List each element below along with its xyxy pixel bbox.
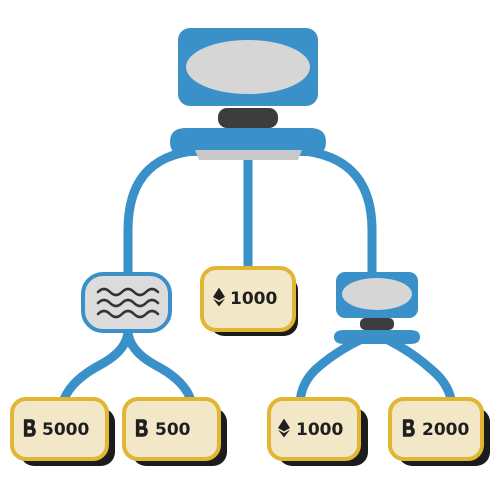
leaf-value: 2000 (422, 420, 469, 440)
branch-submonitor-to-eth (295, 335, 365, 410)
branch-filter-to-btc5000 (57, 325, 133, 410)
branch-root-to-filter (123, 145, 215, 285)
bitcoin-icon (23, 419, 36, 437)
root-monitor-icon (170, 28, 326, 160)
leaf-btc-5000: 5000 (10, 397, 115, 466)
filter-node-wavy-lines-icon (81, 272, 172, 333)
leaf-btc-500: 500 (122, 397, 227, 466)
leaf-value: 5000 (42, 420, 89, 440)
leaf-eth-1000-right: 1000 (267, 397, 368, 466)
leaf-value: 1000 (230, 289, 277, 309)
sub-monitor-icon (334, 272, 420, 344)
branch-root-to-submonitor (281, 145, 377, 283)
leaf-value: 1000 (296, 420, 343, 440)
bitcoin-icon (135, 419, 148, 437)
branch-filter-to-btc500 (123, 325, 197, 410)
leaf-value: 500 (155, 420, 191, 440)
bitcoin-icon (402, 419, 415, 437)
leaf-eth-1000-middle: 1000 (200, 266, 298, 336)
leaf-btc-2000: 2000 (388, 397, 490, 466)
branch-submonitor-to-btc2000 (383, 335, 457, 410)
